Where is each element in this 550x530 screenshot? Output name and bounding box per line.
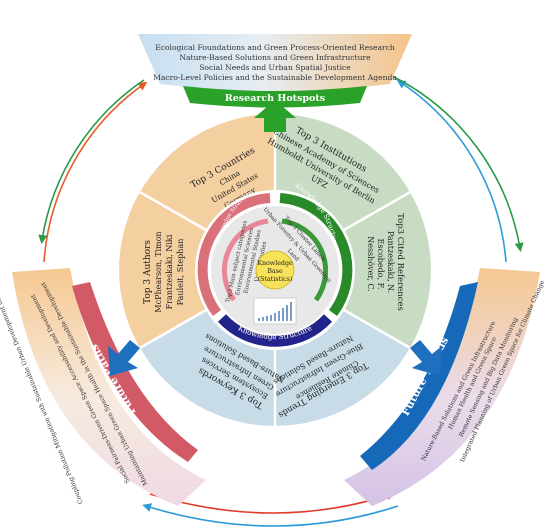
research-hotspots-banner xyxy=(183,86,367,108)
knowledge-base-line-2: Base xyxy=(267,268,283,275)
up-arrow-to-hotspots xyxy=(254,100,296,132)
right-arrow-to-future-trends xyxy=(410,340,442,376)
sector-dividers xyxy=(137,112,413,428)
sector-keywords xyxy=(140,310,275,426)
authors-title: Top 3 Authors xyxy=(143,240,153,304)
references-item-2: Escobedo, F. xyxy=(376,239,385,290)
blue-cycle-arrow-top-right xyxy=(396,79,507,263)
sector-references xyxy=(344,192,431,348)
references-item-3: Nesshöver, C. xyxy=(366,236,375,292)
sector-authors xyxy=(119,192,206,348)
hotspot-line-2: Nature-Based Solutions and Green Infrast… xyxy=(179,53,371,62)
research-hotspots-card xyxy=(138,34,412,91)
knowledge-base-line-3: (Statistics) xyxy=(258,276,293,283)
references-item-1: Pantzeskaki, N. xyxy=(386,231,395,293)
left-arrow-to-future-paths xyxy=(108,340,140,376)
subject-category-ring xyxy=(222,218,269,302)
hotspot-line-3: Social Needs and Urban Spatial Justice xyxy=(199,63,351,72)
authors-item-3: Pauleit, Stephan xyxy=(176,239,185,306)
future-trends-banner xyxy=(360,282,478,470)
authors-item-1: McPhearson, Timon xyxy=(154,231,163,312)
sector-institutions xyxy=(275,114,410,230)
hotspot-line-1: Ecological Foundations and Green Process… xyxy=(155,43,395,52)
knowledge-base-circle xyxy=(255,250,295,290)
hotspot-line-4: Macro-Level Policies and the Sustainable… xyxy=(153,73,397,82)
cluster-label-ring xyxy=(281,218,328,302)
references-title: Top3 Cited References xyxy=(395,213,405,311)
knowledge-ring-red xyxy=(197,193,271,316)
knowledge-ring-navy xyxy=(217,314,333,347)
blue-cycle-arrow-bottom xyxy=(142,503,399,527)
knowledge-ring-green xyxy=(279,193,353,316)
research-hotspots-title: Research Hotspots xyxy=(225,93,325,104)
future-paths-card xyxy=(12,268,206,506)
future-paths-banner xyxy=(72,282,198,462)
green-cycle-arrow-left xyxy=(38,79,145,244)
authors-item-2: Frantzeskaki, Niki xyxy=(165,234,174,309)
sector-emerging-trends xyxy=(275,310,410,426)
statistics-thumbnail xyxy=(253,297,297,325)
sector-countries xyxy=(140,114,275,230)
orange-cycle-arrow xyxy=(43,81,148,263)
knowledge-base-line-1: Knowledge xyxy=(257,260,293,267)
green-cycle-arrow-right xyxy=(391,75,524,252)
